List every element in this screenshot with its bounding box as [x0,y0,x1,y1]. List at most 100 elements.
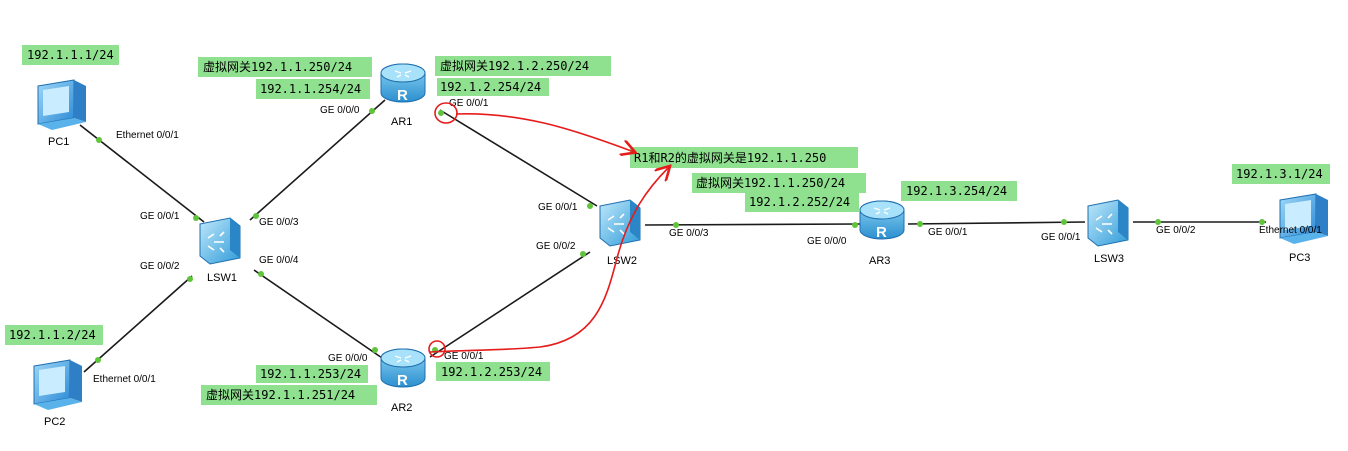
pc-icon [37,79,86,130]
pc1-label: PC1 [48,136,69,148]
port-label: Ethernet 0/0/1 [116,130,179,141]
arrow-ar1-to-note [455,113,634,152]
port-dot [917,221,923,227]
port-dot [852,222,858,228]
port-label: GE 0/0/0 [328,353,368,364]
port-dot [1155,219,1161,225]
lsw2-device[interactable] [599,199,641,247]
ar2-device[interactable]: R [380,348,426,389]
pc3-ip-label: 192.1.3.1/24 [1236,167,1323,181]
lsw1-device[interactable] [199,217,241,265]
port-label: GE 0/0/1 [140,211,180,222]
svg-text:R: R [397,87,408,104]
port-dot [258,271,264,277]
lsw2-label: LSW2 [607,255,637,267]
port-label: GE 0/0/1 [538,202,578,213]
port-label: GE 0/0/2 [140,261,180,272]
port-dot [372,347,378,353]
pc3-device[interactable] [1279,193,1328,244]
pc2-device[interactable] [33,359,82,410]
highlight-circle [428,340,446,358]
port-dot [193,215,199,221]
port-label: Ethernet 0/0/1 [1259,225,1322,236]
port-dot [369,108,375,114]
link-ar3-lsw3 [907,221,1086,225]
router-icon: R [380,63,426,104]
label-bg [437,78,549,96]
pc-icon [33,359,82,410]
ar1-vgw-left-label: 虚拟网关192.1.1.250/24 [203,60,352,74]
ar1-vgw-right-label: 虚拟网关192.1.2.250/24 [440,59,589,73]
ip-labels: 192.1.1.1/24 192.1.1.2/24 192.1.3.1/24 虚… [5,45,1330,405]
port-dot [673,222,679,228]
port-label: Ethernet 0/0/1 [93,374,156,385]
pc-icon [1279,193,1328,244]
ar3-ip-right-label: 192.1.3.254/24 [906,184,1007,198]
port-label: GE 0/0/1 [444,351,484,362]
link-ar2-lsw2 [429,251,591,358]
pc1-ip-label: 192.1.1.1/24 [27,48,114,62]
label-bg [256,365,368,383]
port-label: GE 0/0/4 [259,255,299,266]
port-label: GE 0/0/1 [449,98,489,109]
ar3-label: AR3 [869,255,890,267]
label-bg [745,193,859,212]
label-bg [198,57,372,77]
port-label: GE 0/0/0 [807,236,847,247]
label-bg [435,56,611,76]
label-bg [692,173,866,193]
port-label: GE 0/0/3 [259,217,299,228]
port-label: GE 0/0/3 [669,228,709,239]
port-dot [253,213,259,219]
label-bg [901,181,1017,201]
port-dots [95,108,1265,363]
label-bg [5,325,103,345]
port-label: GE 0/0/2 [536,241,576,252]
port-dot [1061,219,1067,225]
port-dot [438,110,444,116]
ar2-ip-left-label: 192.1.1.253/24 [260,367,361,381]
port-label: GE 0/0/1 [928,227,968,238]
switch-icon [199,217,241,265]
label-bg [630,147,858,168]
switch-icon [1087,199,1129,247]
svg-text:R: R [397,372,408,389]
highlight-circle [434,102,458,124]
label-bg [201,385,377,405]
ar1-ip-left-label: 192.1.1.254/24 [260,82,361,96]
port-dot [96,137,102,143]
port-label: GE 0/0/2 [1156,225,1196,236]
red-annotations [428,102,669,358]
ar3-device[interactable]: R [859,200,905,241]
ar2-ip-right-label: 192.1.2.253/24 [441,365,542,379]
port-dot [95,357,101,363]
port-dot [580,251,586,257]
lsw3-label: LSW3 [1094,253,1124,265]
ar1-label: AR1 [391,116,412,128]
router-icon: R [859,200,905,241]
ar1-device[interactable]: R [380,63,426,104]
svg-text:R: R [876,224,887,241]
label-bg [436,362,550,381]
ar1-ip-right-label: 192.1.2.254/24 [440,80,541,94]
pc3-label: PC3 [1289,252,1310,264]
port-label: GE 0/0/1 [1041,232,1081,243]
annotation-label: R1和R2的虚拟网关是192.1.1.250 [634,150,826,165]
ar2-label: AR2 [391,402,412,414]
links [79,99,1266,373]
pc1-device[interactable] [37,79,86,130]
ar2-vgw-left-label: 虚拟网关192.1.1.251/24 [206,388,355,402]
arrow-ar2-to-note [429,167,669,353]
lsw3-device[interactable] [1087,199,1129,247]
port-dot [1259,219,1265,225]
label-bg [1232,164,1330,184]
link-lsw1-ar2 [253,269,386,361]
pc2-ip-label: 192.1.1.2/24 [9,328,96,342]
router-icon: R [380,348,426,389]
link-pc2-lsw1 [83,275,193,373]
switch-icon [599,199,641,247]
label-bg [22,45,119,65]
port-label: GE 0/0/0 [320,105,360,116]
port-dot [187,276,193,282]
